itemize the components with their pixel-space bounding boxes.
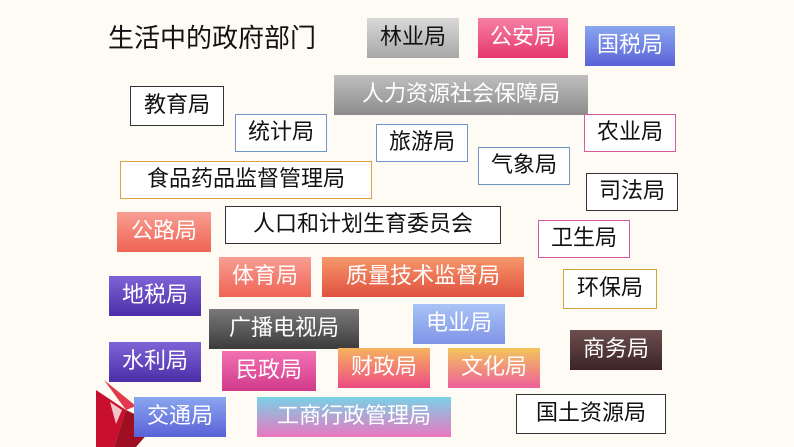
page-title: 生活中的政府部门 xyxy=(108,24,317,54)
label-land-resources-bureau: 国土资源局 xyxy=(516,394,666,434)
label-local-tax-bureau: 地税局 xyxy=(109,276,201,316)
label-human-resources-bureau: 人力资源社会保障局 xyxy=(334,75,588,115)
label-radio-tv-bureau: 广播电视局 xyxy=(209,309,359,349)
label-power-bureau: 电业局 xyxy=(413,304,505,344)
label-agriculture-bureau: 农业局 xyxy=(584,114,676,152)
label-meteorology-bureau: 气象局 xyxy=(478,147,570,185)
label-finance-bureau: 财政局 xyxy=(338,348,430,388)
label-population-family-planning-commission: 人口和计划生育委员会 xyxy=(225,206,501,244)
label-culture-bureau: 文化局 xyxy=(448,348,540,388)
label-water-resources-bureau: 水利局 xyxy=(109,342,201,382)
label-national-tax-bureau: 国税局 xyxy=(585,26,675,66)
label-forestry-bureau: 林业局 xyxy=(367,18,459,58)
label-health-bureau: 卫生局 xyxy=(538,220,630,258)
label-commerce-bureau: 商务局 xyxy=(570,330,662,370)
label-sports-bureau: 体育局 xyxy=(219,257,311,297)
label-education-bureau: 教育局 xyxy=(130,86,224,126)
label-statistics-bureau: 统计局 xyxy=(235,114,327,152)
label-civil-affairs-bureau: 民政局 xyxy=(222,351,316,391)
label-highway-bureau: 公路局 xyxy=(117,212,211,252)
label-quality-supervision-bureau: 质量技术监督局 xyxy=(322,257,524,297)
label-justice-bureau: 司法局 xyxy=(586,173,678,211)
label-food-drug-bureau: 食品药品监督管理局 xyxy=(120,161,372,199)
label-tourism-bureau: 旅游局 xyxy=(376,124,468,162)
label-environmental-protection-bureau: 环保局 xyxy=(563,269,657,309)
label-transportation-bureau: 交通局 xyxy=(134,397,226,437)
label-public-security-bureau: 公安局 xyxy=(478,18,568,58)
label-industry-commerce-bureau: 工商行政管理局 xyxy=(257,397,451,437)
